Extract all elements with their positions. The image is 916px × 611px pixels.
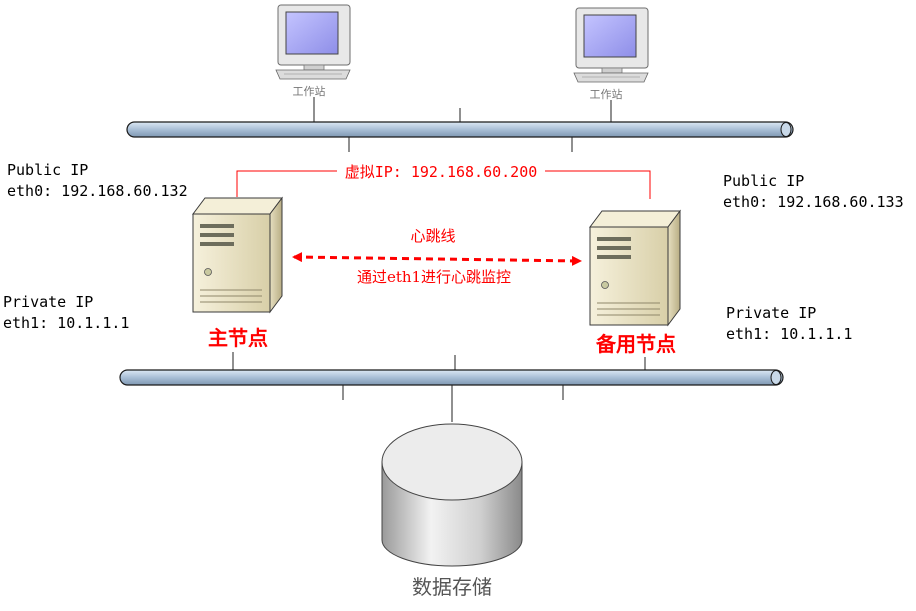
backup-node-label: 备用节点 (595, 332, 676, 356)
backup-private-ip: eth1: 10.1.1.1 (726, 325, 852, 343)
primary-public-ip: eth0: 192.168.60.132 (7, 182, 188, 200)
storage-icon (381, 423, 523, 567)
primary-server-icon (192, 196, 283, 314)
workstation-2: 工作站 (573, 7, 649, 101)
primary-node-label: 主节点 (208, 326, 268, 350)
primary-private-ip: eth1: 10.1.1.1 (3, 314, 129, 332)
virtual-ip-label: 虚拟IP: 192.168.60.200 (345, 163, 538, 181)
public-network-bus (126, 121, 794, 138)
backup-public-title: Public IP (723, 172, 804, 190)
heartbeat-arrow (292, 252, 582, 266)
backup-server-icon (589, 209, 681, 327)
heartbeat-title: 心跳线 (410, 227, 455, 245)
private-network-bus (119, 369, 784, 386)
storage-label: 数据存储 (412, 575, 492, 599)
workstation-label: 工作站 (293, 84, 326, 98)
primary-private-title: Private IP (3, 293, 93, 311)
computer-icon (275, 4, 351, 80)
backup-private-title: Private IP (726, 304, 816, 322)
computer-icon (573, 7, 649, 83)
backup-public-ip: eth0: 192.168.60.133 (723, 193, 904, 211)
workstation-label: 工作站 (590, 87, 623, 101)
virtual-ip-bracket (236, 170, 651, 199)
primary-public-title: Public IP (7, 161, 88, 179)
workstation-1: 工作站 (275, 4, 351, 98)
heartbeat-subtitle: 通过eth1进行心跳监控 (357, 268, 511, 286)
